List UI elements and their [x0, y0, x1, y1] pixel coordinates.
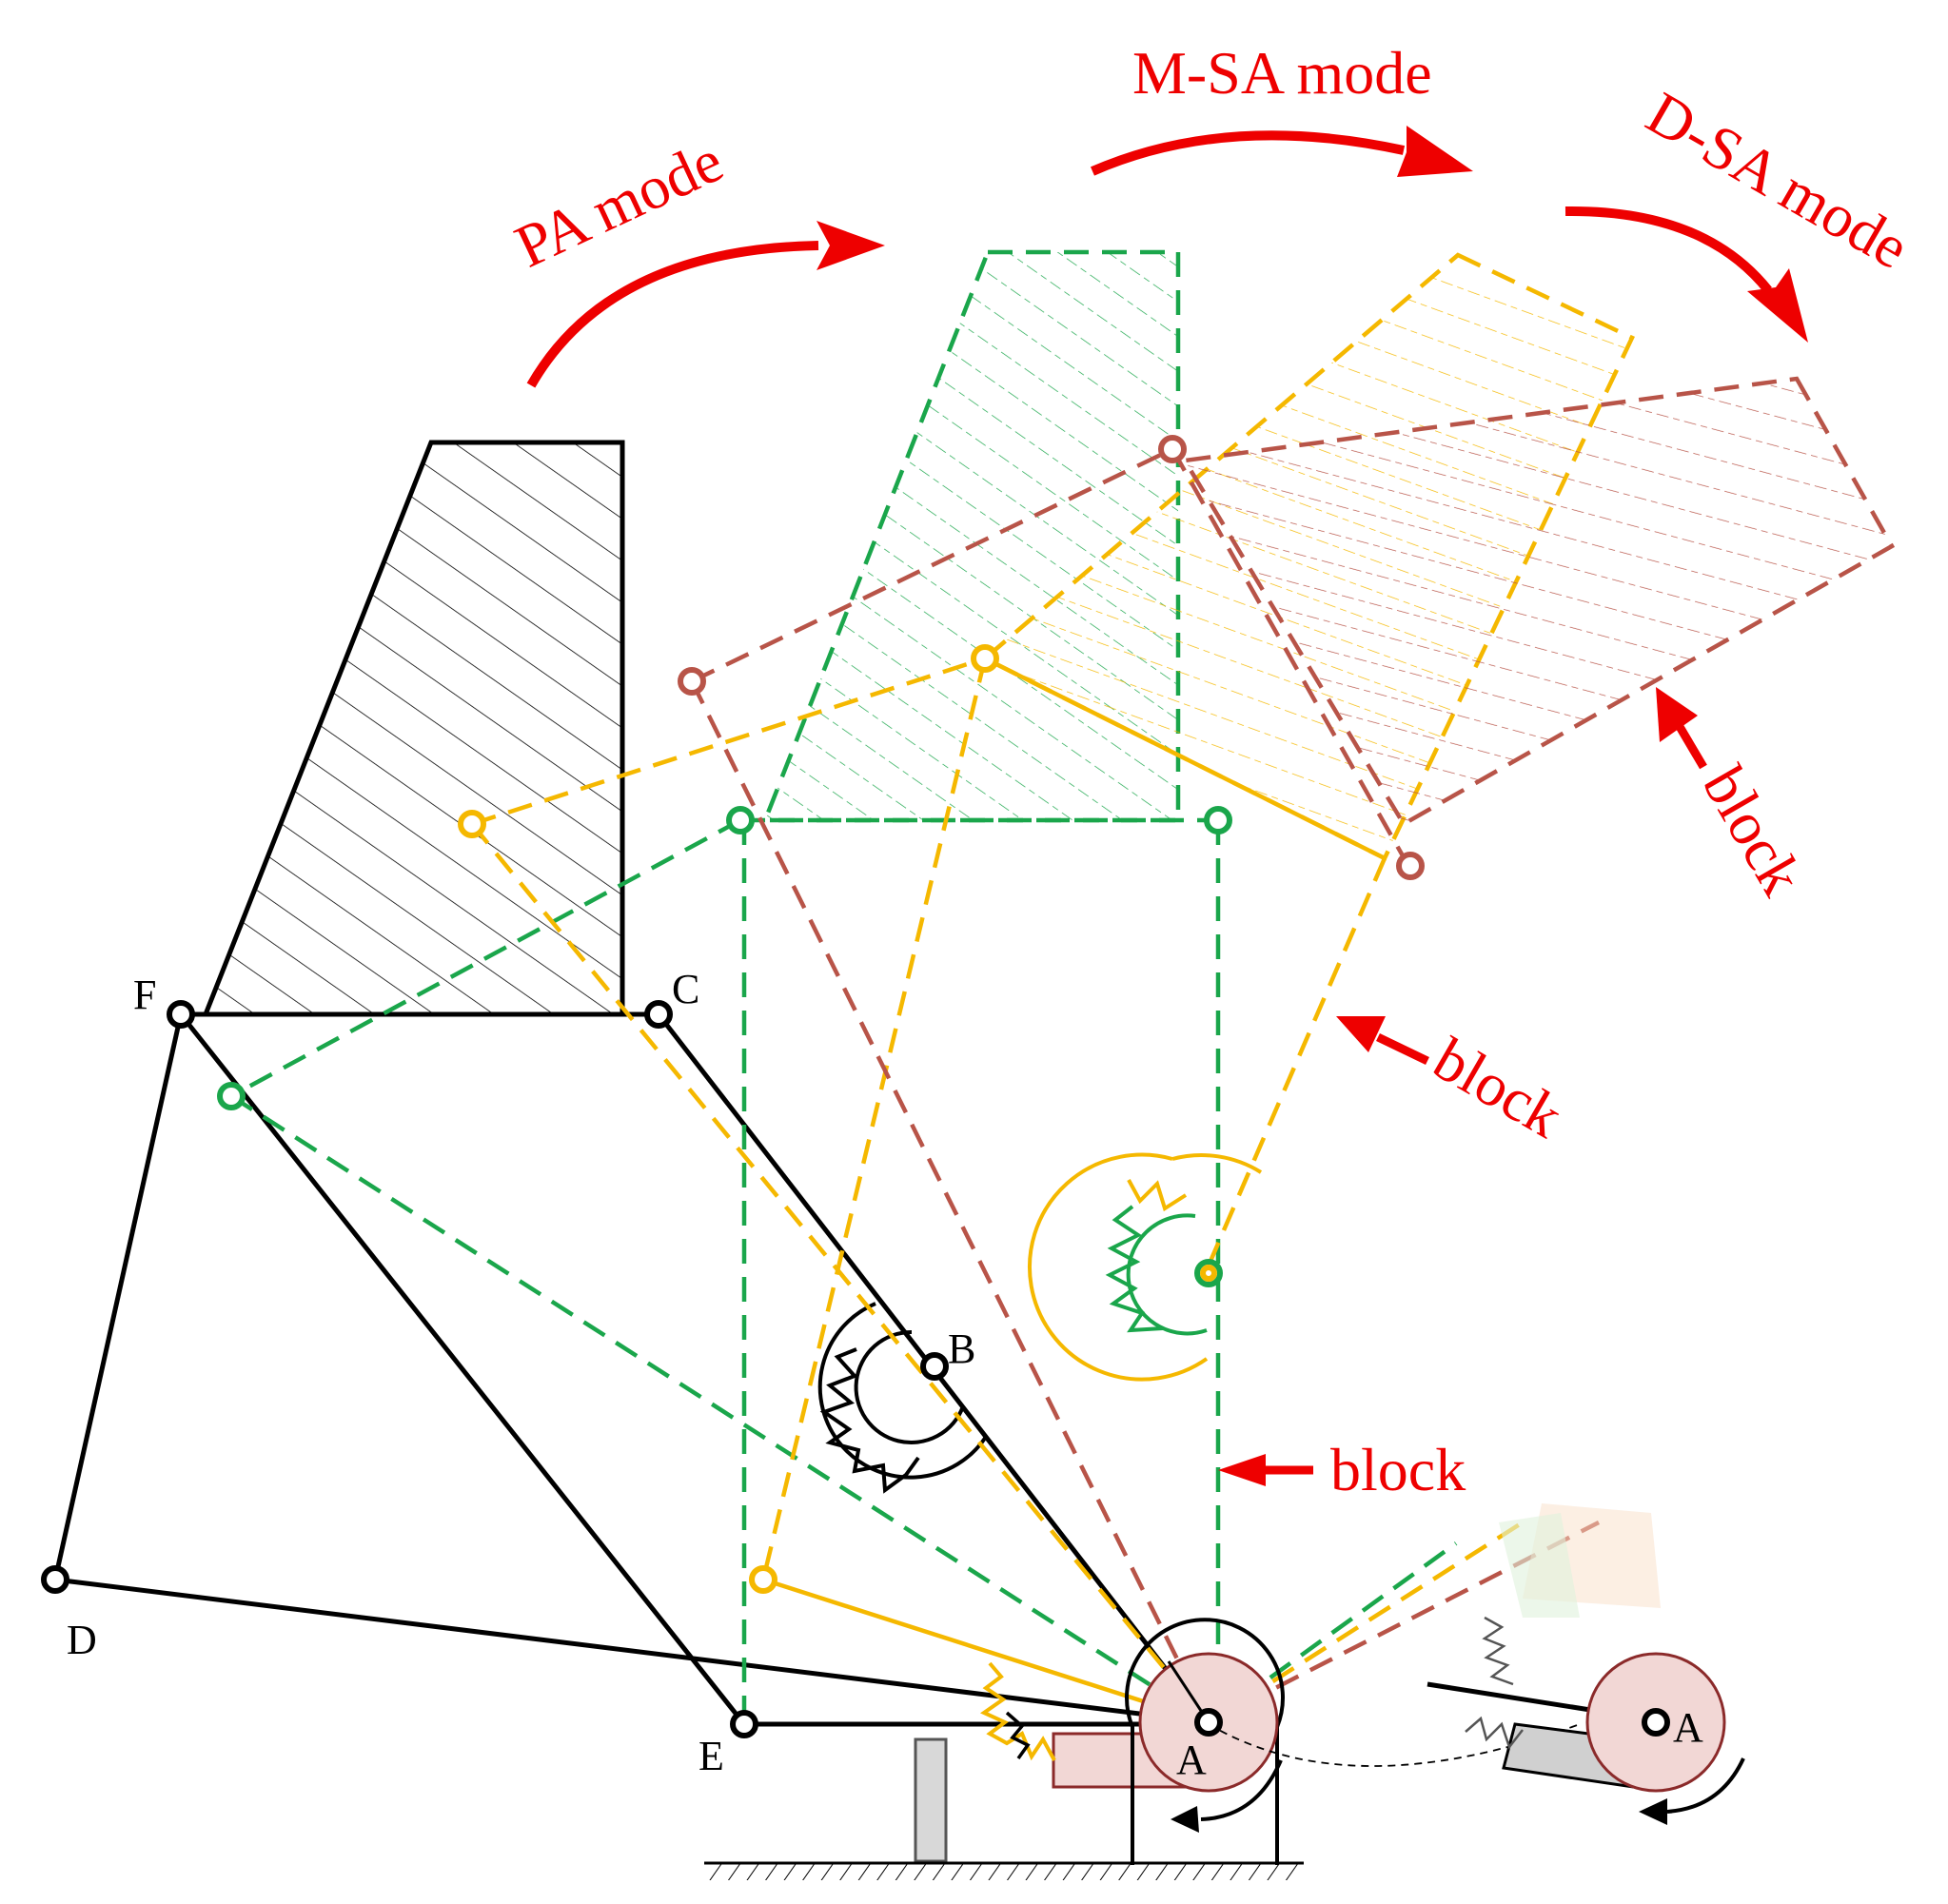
- payload-pa-green: [761, 249, 1181, 823]
- block-label-1: block: [1330, 1436, 1466, 1503]
- label-F: F: [133, 972, 156, 1018]
- block-arrow-3: [1656, 687, 1707, 770]
- dsa-mode-label: D-SA mode: [1636, 79, 1920, 282]
- block-arrow-2: [1336, 1016, 1429, 1066]
- clutch-spring-group: [1028, 1152, 1263, 1382]
- label-E: E: [699, 1733, 724, 1779]
- label-A: A: [1176, 1737, 1207, 1783]
- msa-mode-label: M-SA mode: [1132, 39, 1432, 107]
- msa-mode-arrow: [1091, 126, 1473, 177]
- label-A-inset: A: [1673, 1704, 1703, 1751]
- block-label-3: block: [1690, 756, 1817, 907]
- pa-mode-arrow: [526, 221, 885, 388]
- payload-dsa-red: [1181, 376, 1896, 828]
- dsa-mode-arrow: [1564, 206, 1808, 343]
- block-arrow-1: [1218, 1454, 1313, 1486]
- label-C: C: [672, 966, 699, 1012]
- label-D: D: [67, 1617, 97, 1663]
- block-label-2: block: [1423, 1025, 1574, 1151]
- label-B: B: [948, 1325, 975, 1372]
- joints: [41, 435, 1670, 1738]
